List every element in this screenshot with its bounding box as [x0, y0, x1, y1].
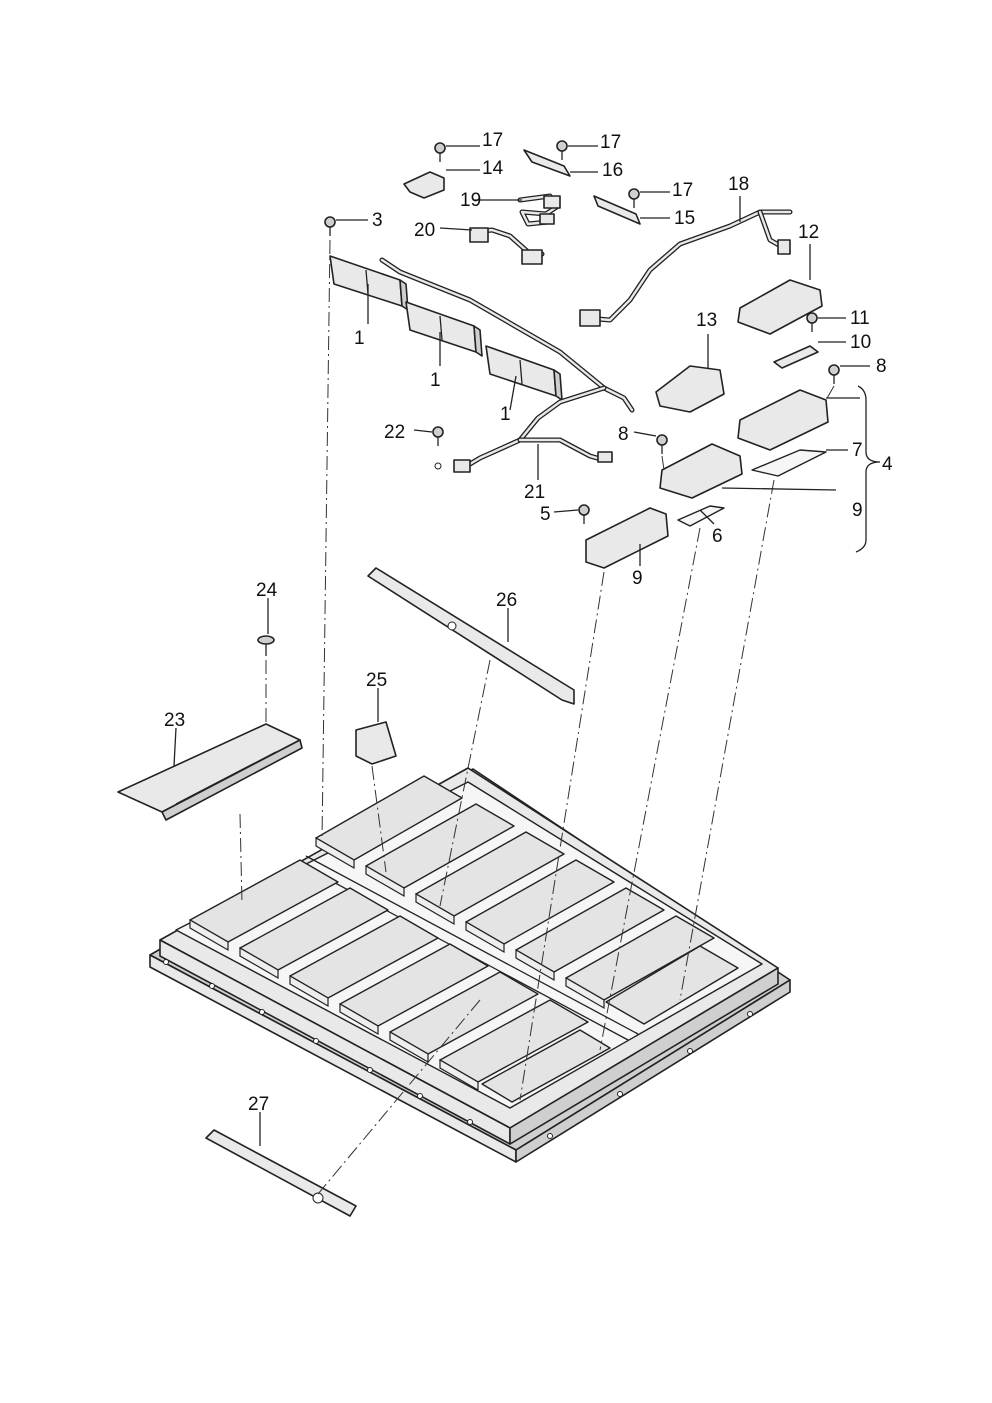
tray-holes — [163, 959, 753, 1139]
label-20: 20 — [414, 220, 435, 241]
wiring-harness-18[interactable] — [579, 209, 793, 327]
label-7: 7 — [852, 440, 863, 461]
label-4: 4 — [882, 454, 893, 475]
label-18: 18 — [728, 174, 749, 195]
battery-modules-front-row — [189, 859, 611, 1103]
module-cover-1b[interactable] — [405, 301, 483, 357]
label-21: 21 — [524, 482, 545, 503]
part-25[interactable] — [355, 721, 397, 765]
part-labels: 17 17 17 14 16 15 19 18 3 20 12 11 13 1 … — [164, 130, 893, 1115]
label-12: 12 — [798, 222, 819, 243]
module-cover-1c[interactable] — [485, 345, 563, 401]
label-9-a: 9 — [852, 500, 863, 521]
label-19: 19 — [460, 190, 481, 211]
screw-22[interactable] — [432, 426, 444, 446]
bracket-14[interactable] — [403, 171, 445, 199]
label-6: 6 — [712, 526, 723, 547]
tray-flange-side — [515, 979, 791, 1163]
rail-26[interactable] — [367, 567, 575, 705]
cover-13[interactable] — [655, 365, 725, 413]
module-cover-1a[interactable] — [329, 255, 409, 311]
label-25: 25 — [366, 670, 387, 691]
screw-3[interactable] — [324, 216, 336, 236]
label-1-c: 1 — [500, 404, 511, 425]
label-17-c: 17 — [672, 180, 693, 201]
wiring-harness-20[interactable] — [469, 227, 545, 265]
bracket-15[interactable] — [593, 195, 641, 225]
leader-lines — [173, 145, 881, 1146]
bracket-16[interactable] — [523, 149, 571, 177]
label-26: 26 — [496, 590, 517, 611]
label-5: 5 — [540, 504, 551, 525]
label-16: 16 — [602, 160, 623, 181]
cover-23[interactable] — [117, 723, 303, 821]
label-8-a: 8 — [876, 356, 887, 377]
wiring-harness-19[interactable] — [517, 193, 561, 227]
label-17-a: 17 — [482, 130, 503, 151]
label-10: 10 — [850, 332, 871, 353]
label-17-b: 17 — [600, 132, 621, 153]
label-24: 24 — [256, 580, 278, 601]
bracket-10[interactable] — [773, 345, 819, 369]
label-23: 23 — [164, 710, 185, 731]
label-9-b: 9 — [632, 568, 643, 589]
guide-lines — [239, 239, 835, 1195]
screw-5[interactable] — [578, 504, 590, 524]
screws-8[interactable] — [656, 364, 840, 454]
label-11: 11 — [850, 308, 870, 329]
label-22: 22 — [384, 422, 405, 443]
screw-11[interactable] — [806, 312, 818, 332]
rail-27[interactable] — [205, 1129, 357, 1217]
screw-24[interactable] — [257, 635, 275, 656]
screws-17[interactable] — [434, 140, 640, 208]
label-14: 14 — [482, 158, 504, 179]
label-1-a: 1 — [354, 328, 365, 349]
label-27: 27 — [248, 1094, 269, 1115]
tray-wall-side — [509, 967, 779, 1145]
cover-12[interactable] — [737, 279, 823, 335]
assembly-4[interactable] — [659, 389, 829, 527]
battery-tray[interactable] — [149, 767, 791, 1163]
label-8-b: 8 — [618, 424, 629, 445]
label-13: 13 — [696, 310, 717, 331]
label-3: 3 — [372, 210, 383, 231]
part-9[interactable] — [585, 507, 669, 569]
label-1-b: 1 — [430, 370, 441, 391]
wiring-harness-21[interactable] — [379, 257, 635, 473]
label-15: 15 — [674, 208, 695, 229]
